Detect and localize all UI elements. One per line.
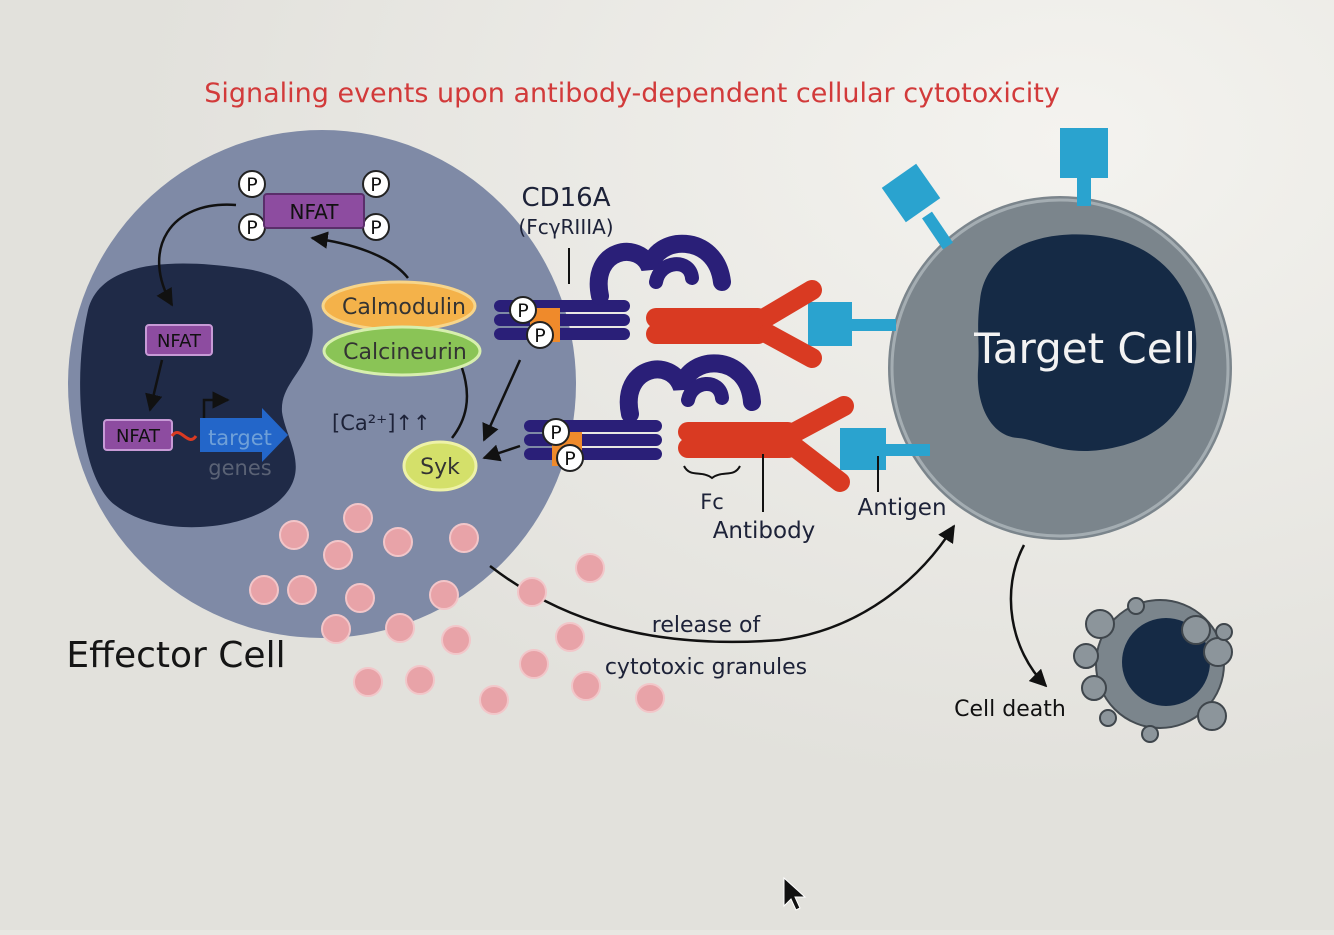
granule bbox=[287, 575, 317, 605]
nfat-phosphorylated: NFAT bbox=[263, 193, 365, 229]
granule bbox=[449, 523, 479, 553]
granule bbox=[479, 685, 509, 715]
granule bbox=[321, 614, 351, 644]
svg-text:P: P bbox=[550, 422, 561, 444]
svg-text:P: P bbox=[564, 448, 575, 470]
label-pointers bbox=[568, 248, 879, 512]
pointer-fc-brace bbox=[683, 465, 741, 480]
calcineurin: Calcineurin bbox=[322, 325, 482, 377]
granule bbox=[635, 683, 665, 713]
transcription-start-arrow bbox=[202, 391, 230, 418]
release-label-line1: release of bbox=[652, 613, 762, 638]
target-gene-label: target bbox=[208, 426, 272, 450]
granule bbox=[343, 503, 373, 533]
cytotoxic-granules bbox=[249, 503, 665, 715]
antibody-label: Antibody bbox=[713, 518, 816, 544]
phospho-nfat-bl: P bbox=[238, 213, 266, 241]
granule bbox=[575, 553, 605, 583]
nfat-nuclear: NFAT bbox=[145, 324, 213, 356]
granule bbox=[517, 577, 547, 607]
phospho-receptor-lower-a: P bbox=[542, 418, 570, 446]
granule bbox=[555, 622, 585, 652]
syk: Syk bbox=[402, 440, 478, 492]
target-cell: Target Cell bbox=[888, 196, 1232, 540]
granule bbox=[249, 575, 279, 605]
granule bbox=[345, 583, 375, 613]
receptor-label: CD16A bbox=[521, 183, 610, 213]
arrow-nucleus-to-gene bbox=[145, 359, 164, 412]
arrow-receptor-to-syk-lower bbox=[482, 444, 521, 462]
release-label-line2: cytotoxic granules bbox=[605, 655, 807, 680]
target-cell-rim bbox=[890, 198, 1230, 538]
calmodulin: Calmodulin bbox=[321, 280, 477, 332]
antigens bbox=[808, 128, 1108, 470]
page-title: Signaling events upon antibody-dependent… bbox=[204, 78, 1060, 109]
granule bbox=[429, 580, 459, 610]
arrow-calcineurin-loop bbox=[451, 367, 469, 439]
phospho-receptor-lower-b: P bbox=[556, 444, 584, 472]
granule bbox=[385, 613, 415, 643]
arrow-receptor-to-syk-upper bbox=[482, 359, 522, 442]
mouse-cursor-icon bbox=[783, 876, 807, 911]
arrow-cell-death bbox=[1009, 544, 1048, 688]
phospho-receptor-upper-a: P bbox=[509, 296, 537, 324]
svg-text:P: P bbox=[246, 174, 257, 196]
syk-label: Syk bbox=[420, 455, 460, 480]
antigen-top bbox=[1060, 128, 1108, 206]
phospho-group: P P P P P P P P bbox=[238, 170, 584, 472]
granule bbox=[441, 625, 471, 655]
granule bbox=[571, 671, 601, 701]
target-gene-arrow bbox=[200, 408, 288, 462]
svg-text:P: P bbox=[534, 325, 545, 347]
granule bbox=[323, 540, 353, 570]
effector-cell bbox=[68, 130, 576, 638]
nfat-label-middle: NFAT bbox=[157, 331, 202, 352]
receptor-alias-label: (FcγRIIIA) bbox=[518, 215, 613, 239]
svg-text:P: P bbox=[370, 217, 381, 239]
arrow-nfat-to-nucleus bbox=[156, 203, 237, 307]
granule bbox=[405, 665, 435, 695]
effector-cell-label: Effector Cell bbox=[66, 635, 285, 676]
cell-death-label: Cell death bbox=[954, 697, 1066, 722]
arrow-calmodulin-to-nfat bbox=[310, 231, 409, 279]
nfat-bound: NFAT bbox=[103, 419, 173, 451]
granule bbox=[519, 649, 549, 679]
dna-strand bbox=[170, 431, 198, 441]
target-cell-label: Target Cell bbox=[973, 324, 1196, 373]
antigen-upper bbox=[808, 302, 896, 346]
calcineurin-label: Calcineurin bbox=[343, 340, 467, 365]
effector-nucleus bbox=[80, 263, 313, 528]
antibody-upper bbox=[646, 280, 822, 368]
nfat-label-top: NFAT bbox=[290, 200, 340, 224]
antigen-label: Antigen bbox=[857, 495, 946, 521]
antigen-top-left bbox=[881, 163, 953, 250]
granule bbox=[279, 520, 309, 550]
target-nucleus bbox=[977, 234, 1197, 452]
svg-text:P: P bbox=[246, 217, 257, 239]
phospho-nfat-br: P bbox=[362, 213, 390, 241]
genes-label: genes bbox=[208, 456, 271, 480]
calmodulin-label: Calmodulin bbox=[342, 295, 466, 320]
fc-label: Fc bbox=[700, 490, 724, 514]
svg-text:P: P bbox=[517, 300, 528, 322]
phospho-nfat-tl: P bbox=[238, 170, 266, 198]
phospho-receptor-upper-b: P bbox=[526, 321, 554, 349]
signaling-arrows bbox=[145, 203, 1048, 688]
phospho-nfat-tr: P bbox=[362, 170, 390, 198]
antibody-lower bbox=[678, 396, 854, 492]
granule bbox=[383, 527, 413, 557]
dead-cell bbox=[1073, 597, 1233, 743]
dead-cell-blebs bbox=[1073, 597, 1233, 743]
arrow-granule-release bbox=[489, 524, 956, 644]
nfat-label-bottom: NFAT bbox=[116, 426, 161, 447]
svg-text:P: P bbox=[370, 174, 381, 196]
granule bbox=[353, 667, 383, 697]
calcium-label: [Ca²⁺]↑↑ bbox=[332, 411, 431, 435]
